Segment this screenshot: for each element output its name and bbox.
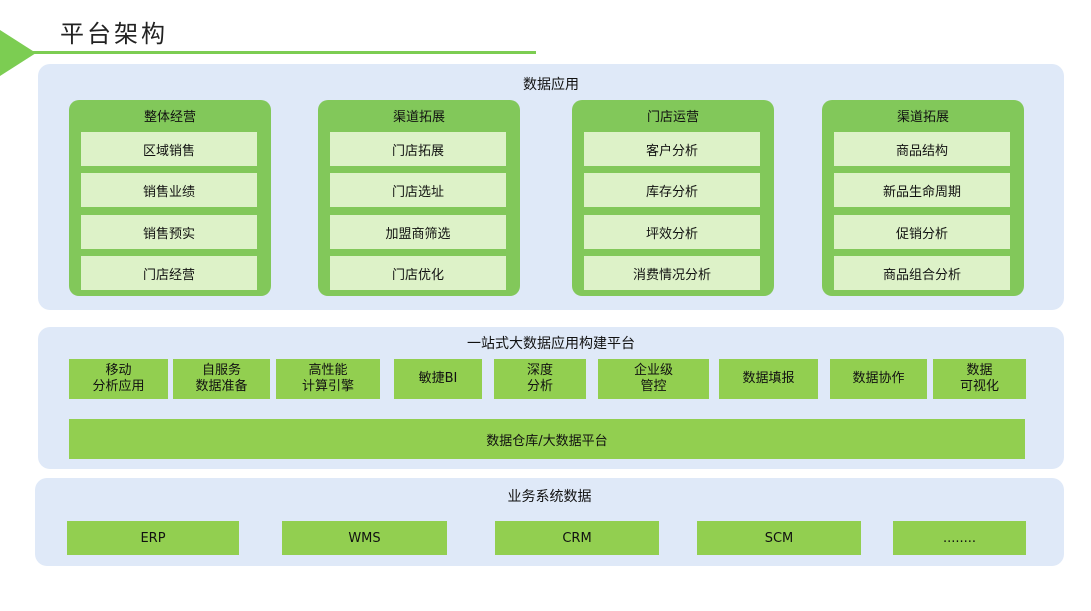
system-wms: WMS	[282, 521, 447, 555]
column-title: 渠道拓展	[896, 110, 949, 125]
column-item: 新品生命周期	[834, 173, 1010, 207]
platform-panel: 一站式大数据应用构建平台 移动 分析应用 自服务 数据准备 高性能 计算引擎 敏…	[38, 327, 1064, 469]
system-erp: ERP	[67, 521, 239, 555]
tool-block: 数据填报	[719, 359, 818, 399]
column-item: 加盟商筛选	[330, 215, 506, 249]
column-item: 商品组合分析	[834, 256, 1010, 290]
business-system-panel: 业务系统数据 ERP WMS CRM SCM ........	[35, 478, 1064, 566]
column-item: 门店经营	[81, 256, 257, 290]
product-channel-card: 渠道拓展 商品结构 新品生命周期 促销分析 商品组合分析	[822, 100, 1024, 296]
tool-block: 数据 可视化	[933, 359, 1026, 399]
business-system-title: 业务系统数据	[507, 489, 592, 505]
column-item: 门店优化	[330, 256, 506, 290]
tool-block: 企业级 管控	[598, 359, 709, 399]
column-item: 促销分析	[834, 215, 1010, 249]
platform-title: 一站式大数据应用构建平台	[467, 336, 635, 352]
tool-block: 移动 分析应用	[69, 359, 168, 399]
tool-block: 高性能 计算引擎	[276, 359, 380, 399]
page-title: 平台架构	[60, 20, 168, 48]
column-item: 区域销售	[81, 132, 257, 166]
tool-block: 自服务 数据准备	[173, 359, 270, 399]
column-item: 库存分析	[584, 173, 760, 207]
tool-block: 深度 分析	[494, 359, 586, 399]
column-item: 客户分析	[584, 132, 760, 166]
channel-expansion-card: 渠道拓展 门店拓展 门店选址 加盟商筛选 门店优化	[318, 100, 520, 296]
tool-block: 数据协作	[830, 359, 927, 399]
system-more: ........	[893, 521, 1026, 555]
column-item: 门店选址	[330, 173, 506, 207]
column-item: 销售业绩	[81, 173, 257, 207]
column-item: 坪效分析	[584, 215, 760, 249]
column-item: 消费情况分析	[584, 256, 760, 290]
tool-block: 敏捷BI	[394, 359, 482, 399]
overall-operation-card: 整体经营 区域销售 销售业绩 销售预实 门店经营	[69, 100, 271, 296]
column-title: 整体经营	[143, 110, 196, 125]
column-item: 商品结构	[834, 132, 1010, 166]
data-warehouse-block: 数据仓库/大数据平台	[69, 419, 1025, 459]
column-item: 门店拓展	[330, 132, 506, 166]
column-title: 渠道拓展	[392, 110, 445, 125]
data-application-title: 数据应用	[523, 77, 579, 93]
system-crm: CRM	[495, 521, 659, 555]
system-scm: SCM	[697, 521, 861, 555]
column-title: 门店运营	[646, 110, 699, 125]
title-underline	[30, 51, 536, 54]
store-operation-card: 门店运营 客户分析 库存分析 坪效分析 消费情况分析	[572, 100, 774, 296]
column-item: 销售预实	[81, 215, 257, 249]
data-application-panel: 数据应用 整体经营 区域销售 销售业绩 销售预实 门店经营 渠道拓展 门店拓展 …	[38, 64, 1064, 310]
